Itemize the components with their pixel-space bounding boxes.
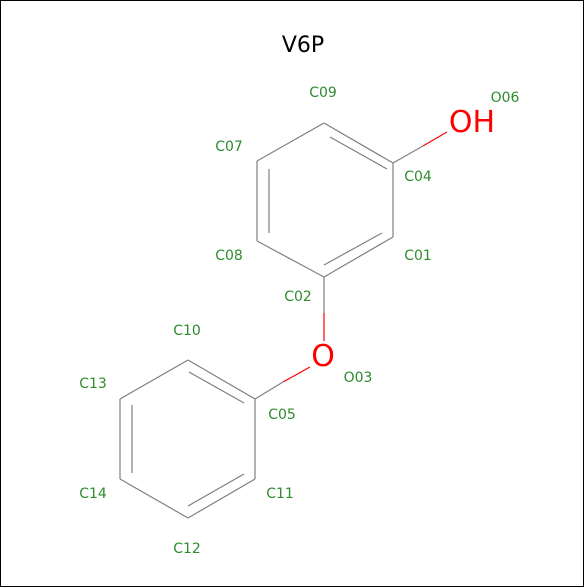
bond-c04-o06 bbox=[392, 145, 424, 164]
phenol-ring bbox=[256, 122, 394, 278]
bond-c05-c10-inner bbox=[188, 371, 245, 404]
bond-c14-c12 bbox=[119, 478, 189, 519]
atom-label-o06: O06 bbox=[491, 90, 520, 106]
bond-c05-c10 bbox=[187, 359, 256, 400]
bond-o03-c05-red bbox=[282, 366, 311, 383]
atom-label-c04: C04 bbox=[404, 169, 432, 185]
bond-c07-c09 bbox=[256, 122, 325, 162]
bond-c12-c11 bbox=[187, 478, 256, 519]
bond-c12-c11-inner bbox=[187, 473, 245, 507]
bond-c01-c02-inner bbox=[323, 232, 383, 266]
phenyl-ring bbox=[119, 359, 256, 519]
bond-o03-c05 bbox=[254, 381, 284, 400]
bond-c10-c13 bbox=[119, 359, 189, 400]
atom-labels: C09 O06 C07 C04 C08 C01 C02 C10 O03 C13 … bbox=[79, 85, 519, 557]
atom-label-c10: C10 bbox=[173, 323, 201, 339]
ether-oxygen: O bbox=[311, 339, 335, 374]
hydroxyl-group: OH bbox=[449, 105, 495, 140]
atom-label-c08: C08 bbox=[215, 248, 243, 264]
molecule-title: V6P bbox=[282, 33, 324, 58]
atom-label-c14: C14 bbox=[79, 486, 107, 502]
bond-c04-o06-red bbox=[422, 131, 448, 147]
atom-label-c11: C11 bbox=[266, 486, 294, 502]
bond-c09-c04 bbox=[323, 122, 394, 164]
bond-c02-c08 bbox=[256, 240, 325, 278]
atom-label-c13: C13 bbox=[79, 376, 107, 392]
bond-c09-c04-inner bbox=[329, 136, 388, 170]
atom-label-c07: C07 bbox=[215, 139, 243, 155]
atom-label-c05: C05 bbox=[268, 407, 296, 423]
atom-label-o03: O03 bbox=[344, 370, 373, 386]
atom-label-c09: C09 bbox=[309, 85, 337, 101]
atom-label-c02: C02 bbox=[284, 289, 312, 305]
bond-c01-c02 bbox=[323, 236, 394, 278]
atom-label-c12: C12 bbox=[173, 541, 201, 557]
atom-label-c01: C01 bbox=[404, 248, 432, 264]
